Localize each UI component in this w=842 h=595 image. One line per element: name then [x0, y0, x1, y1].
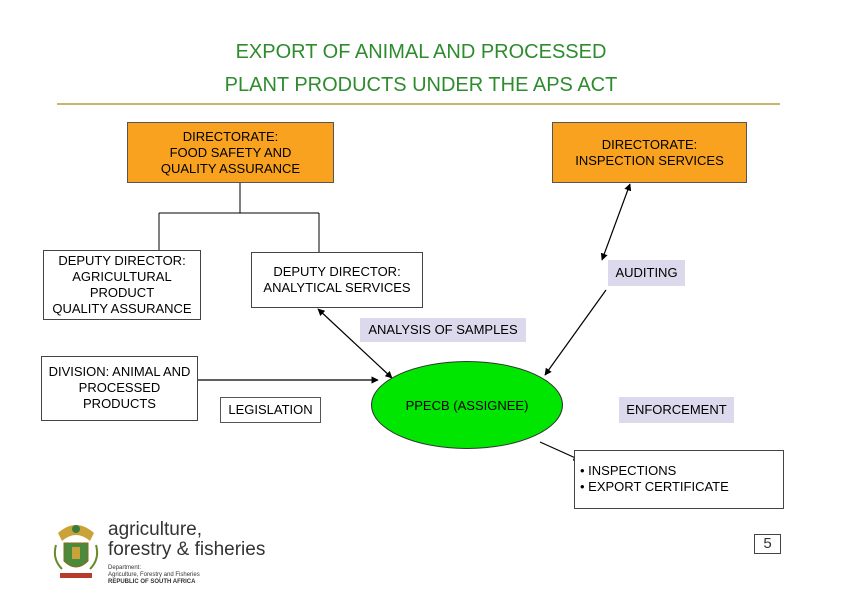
title-line-2: PLANT PRODUCTS UNDER THE APS ACT — [224, 74, 618, 96]
dd-analytical-line-2: ANALYTICAL SERVICES — [263, 280, 411, 295]
dd-analytical-line-1: DEPUTY DIRECTOR: — [273, 264, 401, 279]
arrow-inspection-to-auditing — [600, 183, 632, 261]
division-animal-processed-box: DIVISION: ANIMAL AND PROCESSED PRODUCTS — [41, 356, 198, 421]
arrow-analytical-ppecb — [317, 308, 393, 379]
fsqa-line-2: FOOD SAFETY AND — [169, 144, 292, 160]
bullet-inspections: • INSPECTIONS — [580, 463, 677, 478]
arrow-auditing-to-ppecb — [544, 289, 607, 376]
dd-agri-line-4: QUALITY ASSURANCE — [52, 301, 192, 316]
ppecb-assignee-ellipse: PPECB (ASSIGNEE) — [371, 361, 563, 449]
logo-small-text: Department: Agriculture, Forestry and Fi… — [108, 565, 200, 586]
slide-title: EXPORT OF ANIMAL AND PROCESSED PLANT PRO… — [0, 36, 842, 102]
fsqa-line-3: QUALITY ASSURANCE — [160, 160, 301, 176]
enforcement-label: ENFORCEMENT — [619, 397, 734, 423]
page-number: 5 — [754, 534, 781, 554]
arrow-ppecb-to-bullets — [539, 441, 581, 461]
inspections-bullets-box: • INSPECTIONS • EXPORT CERTIFICATE — [574, 450, 784, 509]
inspection-line-1: DIRECTORATE: — [601, 136, 698, 152]
deputy-director-analytical-box: DEPUTY DIRECTOR: ANALYTICAL SERVICES — [251, 252, 423, 308]
title-rule — [57, 103, 780, 105]
auditing-label: AUDITING — [608, 260, 685, 286]
department-logo: agriculture, forestry & fisheries Depart… — [50, 515, 280, 585]
deputy-director-agricultural-box: DEPUTY DIRECTOR: AGRICULTURAL PRODUCT QU… — [43, 250, 201, 320]
dd-agri-line-2: AGRICULTURAL — [72, 269, 172, 284]
inspection-line-2: INSPECTION SERVICES — [575, 152, 724, 168]
division-line-2: PROCESSED — [78, 380, 161, 395]
division-line-1: DIVISION: ANIMAL AND — [48, 364, 191, 379]
logo-small-line-3: REPUBLIC OF SOUTH AFRICA — [108, 579, 196, 585]
fsqa-line-1: DIRECTORATE: — [182, 128, 279, 144]
coat-of-arms-icon — [53, 525, 99, 578]
org-tree-connector — [158, 183, 320, 252]
ppecb-label: PPECB (ASSIGNEE) — [405, 398, 529, 413]
analysis-of-samples-label: ANALYSIS OF SAMPLES — [360, 318, 526, 342]
logo-line-1: agriculture, — [108, 519, 202, 540]
legislation-label: LEGISLATION — [220, 397, 321, 423]
bullet-export-certificate: • EXPORT CERTIFICATE — [580, 479, 729, 494]
directorate-food-safety-box: DIRECTORATE: FOOD SAFETY AND QUALITY ASS… — [127, 122, 334, 183]
directorate-inspection-box: DIRECTORATE: INSPECTION SERVICES — [552, 122, 747, 183]
logo-small-line-1: Department: — [108, 565, 142, 571]
dd-agri-line-1: DEPUTY DIRECTOR: — [58, 253, 186, 268]
division-line-3: PRODUCTS — [83, 396, 156, 411]
logo-small-line-2: Agriculture, Forestry and Fisheries — [108, 572, 200, 578]
dd-agri-line-3: PRODUCT — [89, 285, 155, 300]
logo-line-2: forestry & fisheries — [108, 539, 266, 560]
title-line-1: EXPORT OF ANIMAL AND PROCESSED — [235, 41, 607, 63]
